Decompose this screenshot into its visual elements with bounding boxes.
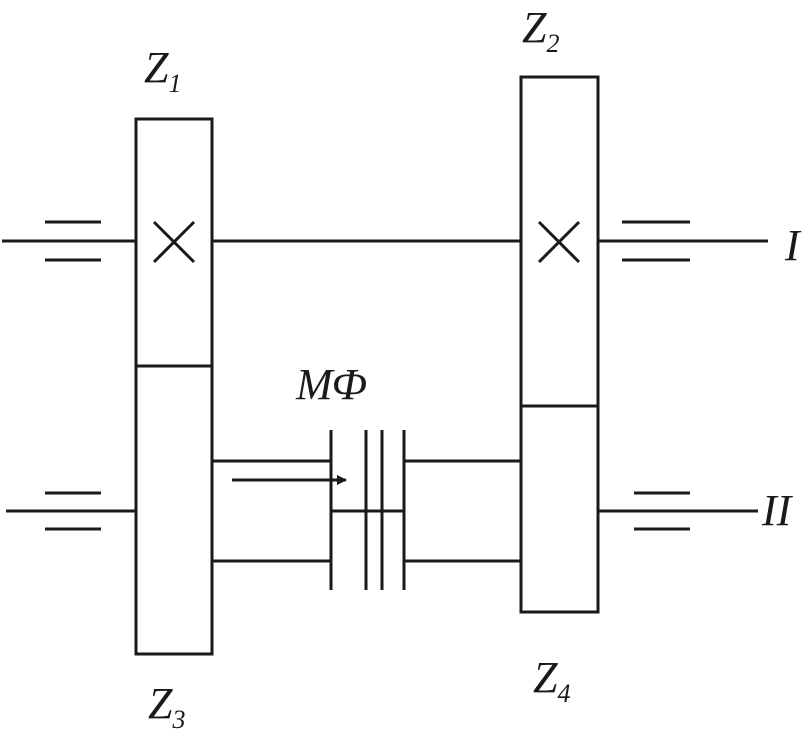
hub-z4 (404, 459, 521, 563)
label-z2: Z2 (522, 3, 559, 58)
bearing-left-lower (45, 491, 101, 531)
label-shaft-upper: I (784, 221, 802, 270)
label-clutch: МФ (295, 360, 367, 409)
bearing-left-upper (45, 220, 101, 262)
bearing-right-upper (622, 220, 690, 262)
label-z3: Z3 (148, 679, 185, 734)
gear-z4 (519, 404, 600, 614)
friction-clutch (329, 430, 406, 590)
fixed-on-shaft-mark-z2 (537, 220, 581, 264)
gear-z3 (134, 364, 214, 656)
fixed-on-shaft-mark-z1 (152, 220, 196, 264)
label-z1: Z1 (144, 43, 181, 98)
label-z4: Z4 (533, 653, 570, 708)
bearing-right-lower (634, 491, 690, 531)
label-shaft-lower: II (761, 486, 794, 535)
hub-z3 (212, 459, 331, 563)
